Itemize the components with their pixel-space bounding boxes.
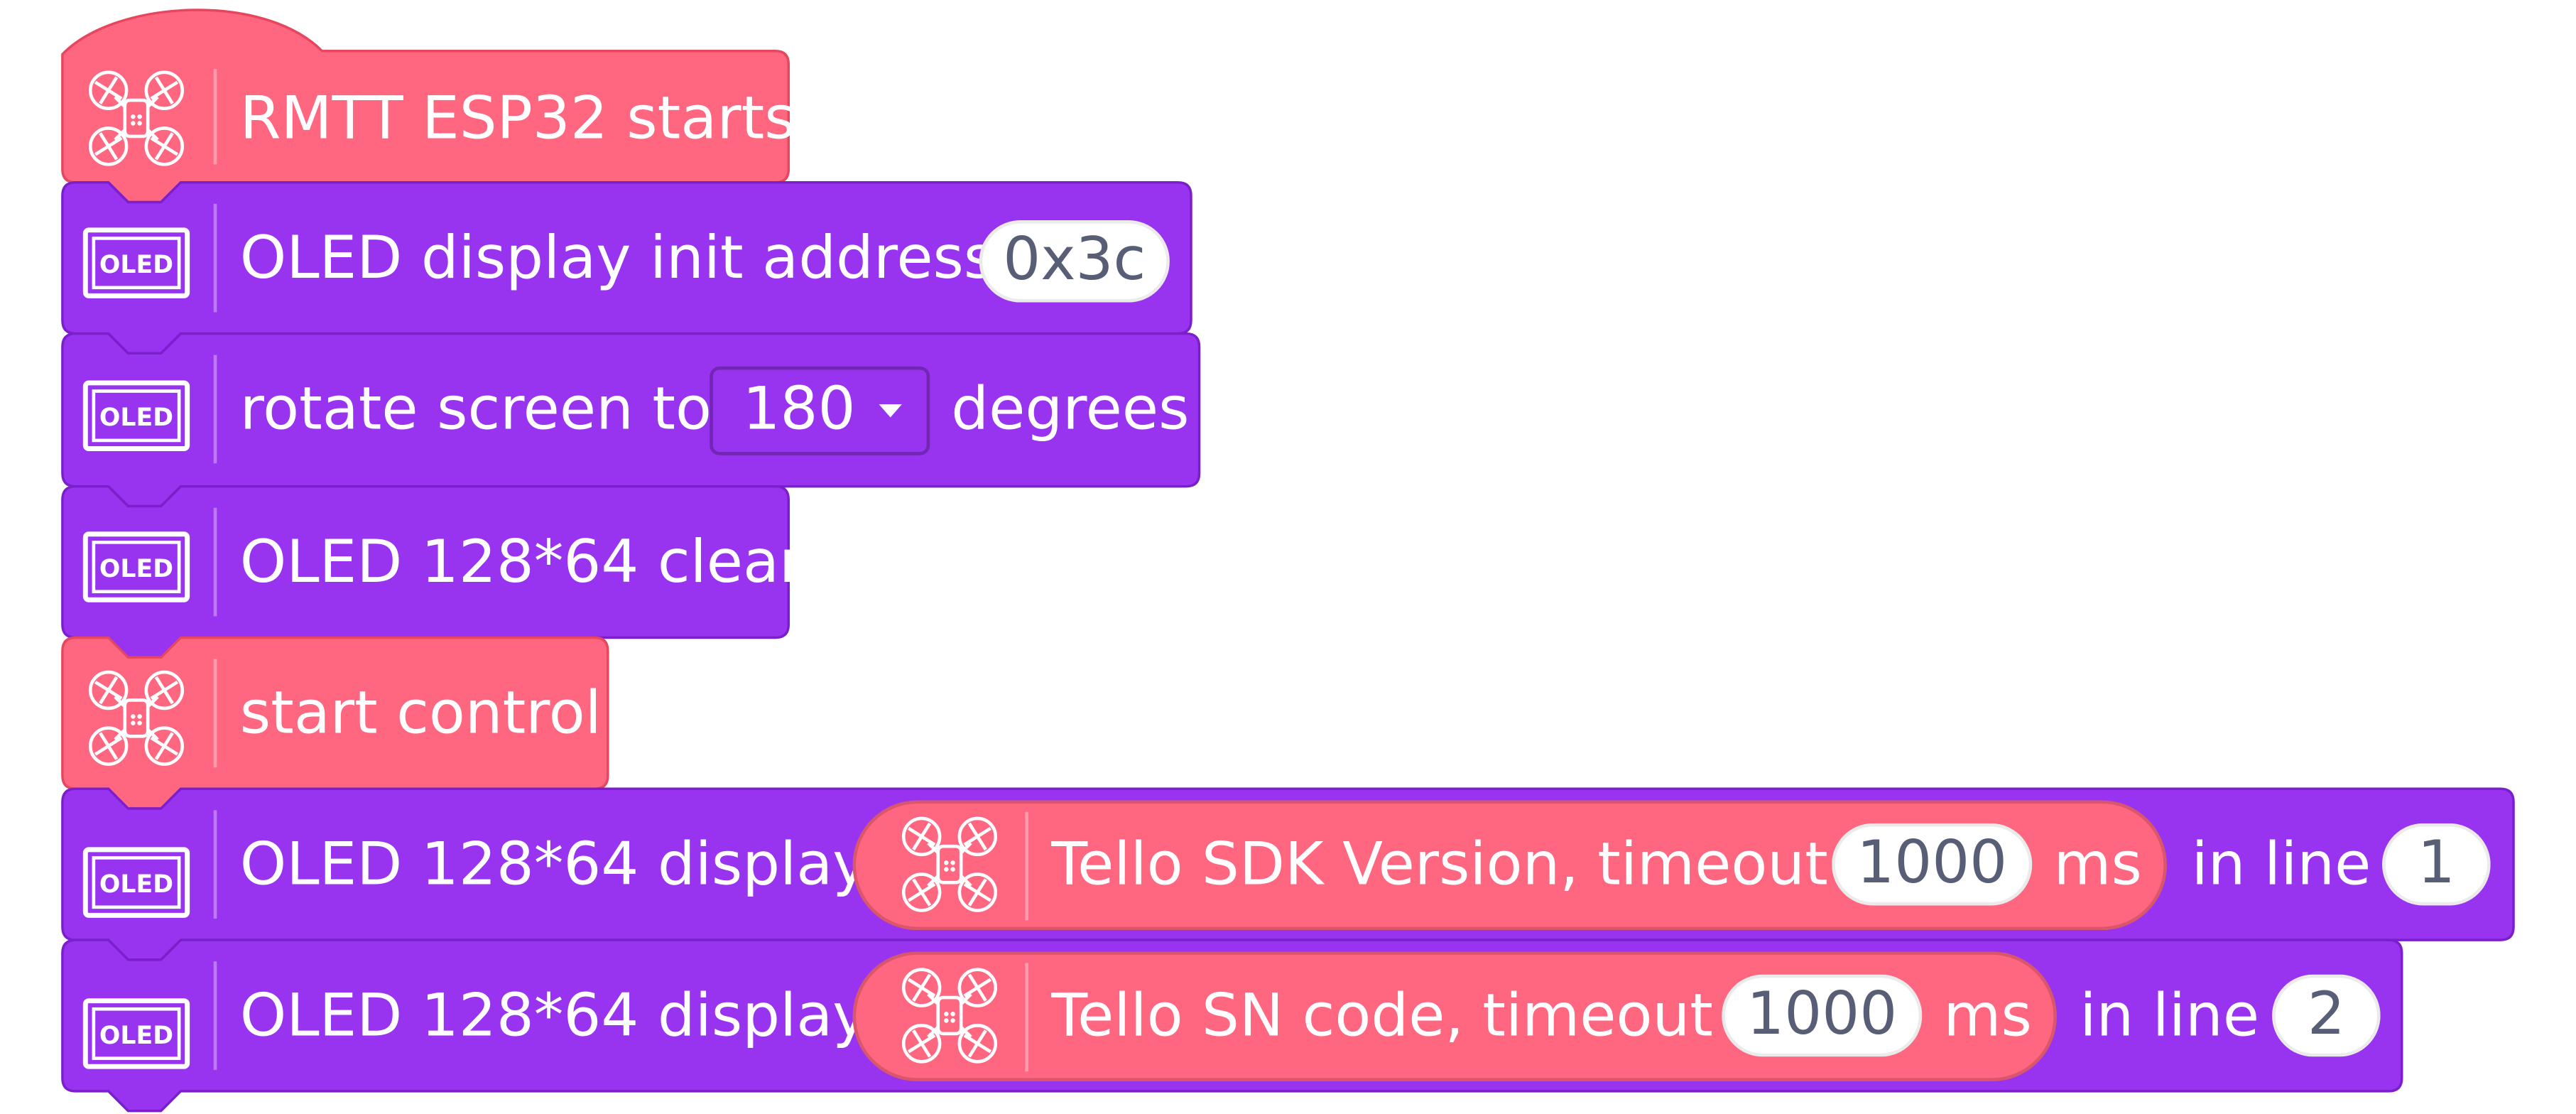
line-input[interactable]: 2 bbox=[2272, 974, 2381, 1057]
sdk-version-reporter[interactable] bbox=[852, 800, 2167, 931]
icon-separator bbox=[213, 69, 217, 165]
oled-icon: OLED bbox=[82, 828, 191, 937]
chevron-down-icon bbox=[878, 404, 902, 418]
icon-separator bbox=[1025, 963, 1028, 1072]
icon-separator bbox=[213, 961, 217, 1070]
display-block-label[interactable]: OLED 128*64 display bbox=[239, 831, 868, 899]
line-input[interactable]: 1 bbox=[2381, 823, 2491, 906]
hat-block-label[interactable]: RMTT ESP32 starts bbox=[239, 85, 795, 153]
ms-label: ms bbox=[1943, 983, 2032, 1051]
icon-separator bbox=[213, 203, 217, 313]
init-block-label[interactable]: OLED display init address bbox=[239, 225, 995, 293]
rotate-block-shape bbox=[61, 332, 1201, 508]
svg-text:OLED: OLED bbox=[99, 870, 173, 899]
drone-icon bbox=[82, 64, 191, 173]
oled-icon: OLED bbox=[82, 980, 191, 1088]
svg-text:OLED: OLED bbox=[99, 1022, 173, 1050]
clear-block-label[interactable]: OLED 128*64 clear bbox=[239, 529, 804, 597]
drone-icon bbox=[82, 664, 191, 772]
icon-separator bbox=[213, 355, 217, 464]
ms-label: ms bbox=[2053, 831, 2142, 899]
icon-separator bbox=[213, 659, 217, 768]
address-input[interactable]: 0x3c bbox=[979, 220, 1170, 303]
rotation-value: 180 bbox=[742, 376, 856, 444]
sn-code-label: Tello SN code, timeout bbox=[1051, 983, 1713, 1051]
icon-separator bbox=[213, 507, 217, 617]
display-block-label[interactable]: OLED 128*64 display bbox=[239, 983, 868, 1051]
sdk-version-label: Tello SDK Version, timeout bbox=[1051, 831, 1828, 899]
timeout-input[interactable]: 1000 bbox=[1832, 823, 2033, 906]
degrees-label: degrees bbox=[951, 376, 1190, 444]
oled-icon: OLED bbox=[82, 209, 191, 318]
svg-text:OLED: OLED bbox=[99, 251, 173, 279]
svg-text:OLED: OLED bbox=[99, 404, 173, 432]
clear-block-shape bbox=[61, 485, 790, 659]
drone-icon bbox=[896, 961, 1004, 1070]
oled-icon: OLED bbox=[82, 513, 191, 622]
start-control-label[interactable]: start control bbox=[239, 680, 602, 748]
timeout-input[interactable]: 1000 bbox=[1722, 974, 1923, 1057]
oled-icon: OLED bbox=[82, 362, 191, 470]
in-line-label: in line bbox=[2080, 983, 2260, 1051]
svg-text:OLED: OLED bbox=[99, 555, 173, 583]
icon-separator bbox=[213, 810, 217, 919]
drone-icon bbox=[896, 810, 1004, 919]
rotation-dropdown[interactable]: 180 bbox=[710, 366, 930, 455]
rotate-block-label[interactable]: rotate screen to bbox=[239, 376, 712, 444]
icon-separator bbox=[1025, 811, 1028, 921]
in-line-label: in line bbox=[2191, 831, 2371, 899]
